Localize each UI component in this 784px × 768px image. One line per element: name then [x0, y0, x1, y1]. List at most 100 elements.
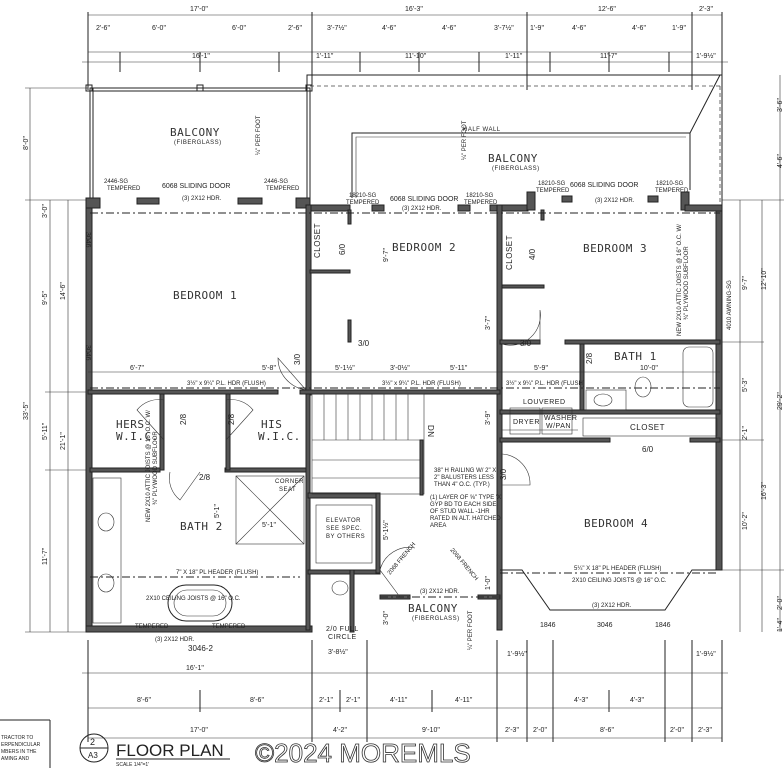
dim-label: 33'-5" [23, 402, 30, 420]
joist-callout: 2X10 CEILING JOISTS @ 16" O.C. [146, 596, 241, 602]
door-callout: 2068 FRENCH [387, 542, 417, 577]
room-label: CIRCLE [328, 634, 357, 641]
drawing-number: 2 [90, 737, 95, 747]
window-size: 1846 [655, 622, 671, 629]
window-size: 1846 [540, 622, 556, 629]
dim-label: 2'-1" [346, 697, 360, 704]
door-callout: 2068 FRENCH [448, 547, 478, 582]
slope-callout: ¼" PER FOOT [256, 115, 262, 155]
window-size: 3046 [597, 622, 613, 629]
doors [136, 309, 541, 598]
dim-label: 8'-6" [600, 727, 614, 734]
dim-label: 14'-6" [60, 282, 67, 300]
dim-label: 29'-2" [777, 392, 784, 410]
window-size: 3046 [84, 345, 91, 361]
dim-label: 4'-2" [333, 727, 347, 734]
header-callout: (3) 2X12 HDR. [155, 637, 195, 643]
room-label: HIS [261, 418, 282, 431]
dim-label: 2'-3" [505, 727, 519, 734]
fire-rating-note: AREA [430, 523, 446, 529]
dim-label: 16'-3" [761, 482, 768, 500]
header-callout: (3) 2X12 HDR. [592, 603, 632, 609]
room-label: BALCONY [488, 152, 538, 165]
room-label: ELEVATOR [326, 518, 361, 524]
dim-label: 4'-6" [572, 25, 586, 32]
drawing-title: FLOOR PLAN [116, 741, 224, 760]
dim-label: 8'-6" [250, 697, 264, 704]
room-label: CLOSET [505, 235, 514, 270]
door-size: 3/0 [520, 339, 532, 348]
room-label: CLOSET [630, 423, 665, 432]
fire-rating-note: (1) LAYER OF ⅝" TYPE 'X' [430, 495, 502, 501]
header-callout: 3½" x 9¼" P.L. HDR (FLUSH) [506, 380, 585, 387]
right-dimension-labels: 3'-6" 4'-6" 12'-10" 29'-2" 16'-3" 2'-0" … [742, 98, 784, 632]
dim-label: 12'-10" [761, 268, 768, 290]
sheet-number: A3 [88, 751, 98, 760]
slope-callout: ¼" PER FOOT [462, 120, 468, 160]
dim-label: 5'-11" [42, 422, 49, 440]
dim-label: 3'-7½" [494, 24, 514, 32]
dim-label: 8'-0" [23, 136, 30, 150]
window-size: 3046-2 [188, 644, 213, 653]
window-callout: TEMPERED [655, 188, 689, 194]
dim-label: 17'-0" [190, 727, 208, 734]
dim-label: 2'-6" [96, 25, 110, 32]
dim-label: 4'-3" [630, 697, 644, 704]
dim-label: 2'-1" [742, 426, 749, 440]
room-label: BEDROOM 2 [392, 241, 456, 254]
joist-callout: NEW 2X10 ATTIC JOISTS @ 16" O.C. W/ [146, 410, 152, 522]
dim-label: 1'-9½" [696, 650, 716, 658]
door-size: 2/8 [179, 413, 188, 425]
window-callout: TEMPERED [135, 624, 169, 630]
room-labels: BALCONY (FIBERGLASS) BALCONY (FIBERGLASS… [116, 126, 665, 641]
joist-callout: ¾" PLYWOOD SUBFLOOR [684, 246, 690, 320]
side-note: MBERS IN THE [1, 749, 37, 755]
dim-label: 3'-0" [42, 204, 49, 218]
dim-label: 11'-7" [42, 547, 49, 565]
dim-label: 3'-0" [383, 611, 390, 625]
joist-callout: NEW 2X10 ATTIC JOISTS @ 16" O.C. W/ [677, 224, 683, 336]
right-dimensions [722, 75, 784, 632]
dim-label: 4'-6" [777, 154, 784, 168]
vanity [92, 477, 122, 624]
side-note: ERPENDICULAR [1, 742, 41, 748]
interior-dimension-labels: 6'-7" 5'-8" 5'-1½" 3'-0½" 5'-11" 5'-9" 1… [88, 248, 720, 625]
dim-label: 1'-9" [672, 25, 686, 32]
room-label: CLOSET [313, 223, 322, 258]
dim-label: 5'-11" [450, 365, 468, 372]
header-callout: 7" X 18" PL HEADER (FLUSH) [176, 570, 258, 576]
door-size: 3/0 [293, 353, 302, 365]
closet-shelf [582, 417, 718, 437]
room-label: LOUVERED [523, 399, 566, 406]
dim-label: 8'-6" [137, 697, 151, 704]
door-size: 2/8 [199, 473, 211, 482]
dim-label: 2'-6" [288, 25, 302, 32]
dim-label: 1'-11" [316, 53, 334, 60]
room-label: BEDROOM 3 [583, 242, 647, 255]
window-callout: TEMPERED [464, 200, 498, 206]
title-block: TRACTOR TO ERPENDICULAR MBERS IN THE AMI… [0, 719, 471, 768]
dim-label: 3'-9" [485, 411, 492, 425]
room-label: BEDROOM 1 [173, 289, 237, 302]
dim-label: 3'-0½" [390, 364, 410, 372]
room-label: SEE SPEC. [326, 526, 362, 532]
room-label: HERS [116, 418, 145, 431]
window-callout: 18210-SG [349, 193, 377, 199]
top-dimensions [82, 12, 728, 90]
room-label: BATH 1 [614, 350, 657, 363]
header-callout: 3½" x 9¼" P.L. HDR (FLUSH) [187, 380, 266, 387]
dim-label: 5'-8" [262, 365, 276, 372]
dim-label: 3'-7" [485, 316, 492, 330]
header-callout: (3) 2X12 HDR. [402, 206, 442, 212]
dim-label: 21'-1" [60, 432, 67, 450]
drawing-scale: SCALE 1/4"=1' [116, 762, 149, 768]
dim-label: 1'-0" [485, 576, 492, 590]
dim-label: 2'-0" [777, 596, 784, 610]
window-callout: 2446-SG [264, 179, 288, 185]
door-size: 3/0 [358, 339, 370, 348]
dim-label: 10'-2" [742, 512, 749, 530]
elevator [315, 504, 373, 564]
dim-label: 4'-6" [632, 25, 646, 32]
dim-label: 2'-3" [698, 727, 712, 734]
dim-label: 4'-6" [442, 25, 456, 32]
